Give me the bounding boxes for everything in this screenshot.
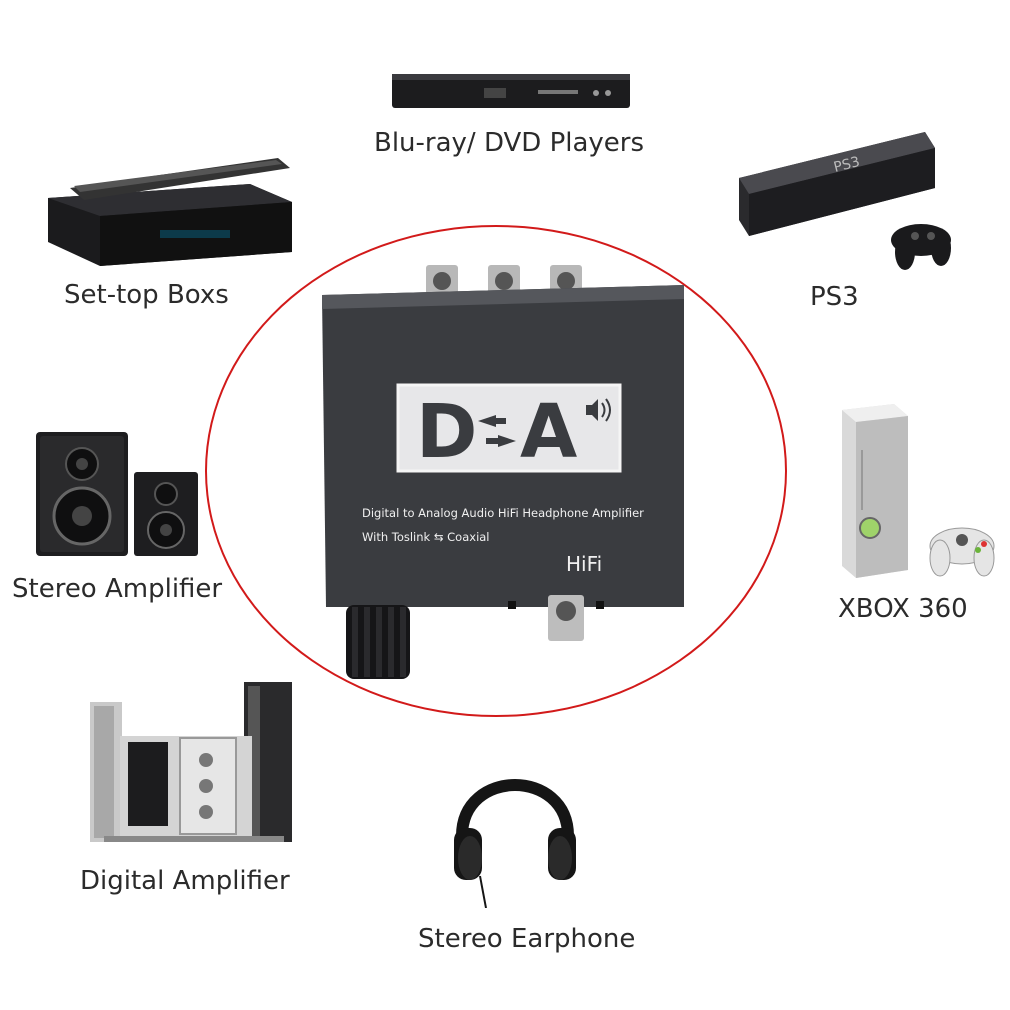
svg-text:PS3: PS3 (832, 154, 861, 176)
product-subtitle: With Toslink ⇆ Coaxial (362, 530, 490, 544)
earphone-label: Stereo Earphone (418, 924, 636, 954)
logo-letter-d: D (416, 389, 477, 475)
stereo-amp-label: Stereo Amplifier (12, 574, 223, 604)
speakers-icon (36, 432, 198, 556)
highlight-ring (205, 225, 787, 717)
arrows-icon (478, 415, 516, 447)
product-description: Digital to Analog Audio HiFi Headphone A… (362, 506, 644, 520)
bottom-rca-jack (548, 595, 584, 641)
hifi-badge: HiFi (566, 552, 602, 576)
hifi-system-icon (90, 682, 292, 842)
bluray-label: Blu-ray/ DVD Players (374, 128, 645, 158)
digital-amp-label: Digital Amplifier (80, 866, 290, 896)
logo-letter-a: A (520, 389, 577, 475)
da-logo-box (396, 383, 622, 473)
speaker-sound-icon (586, 398, 611, 422)
headphones-icon (454, 779, 576, 908)
ps3-label: PS3 (810, 282, 859, 312)
ps3-console-icon: PS3 (739, 132, 951, 270)
xbox-label: XBOX 360 (838, 594, 968, 624)
xbox-console-icon (842, 404, 995, 578)
set-top-box-icon (48, 158, 292, 266)
dvd-player-icon (392, 74, 630, 108)
dac-product: D A Digital to Analog Audio HiFi Headpho… (322, 265, 684, 679)
volume-knob (346, 605, 410, 679)
settop-label: Set-top Boxs (64, 280, 229, 310)
